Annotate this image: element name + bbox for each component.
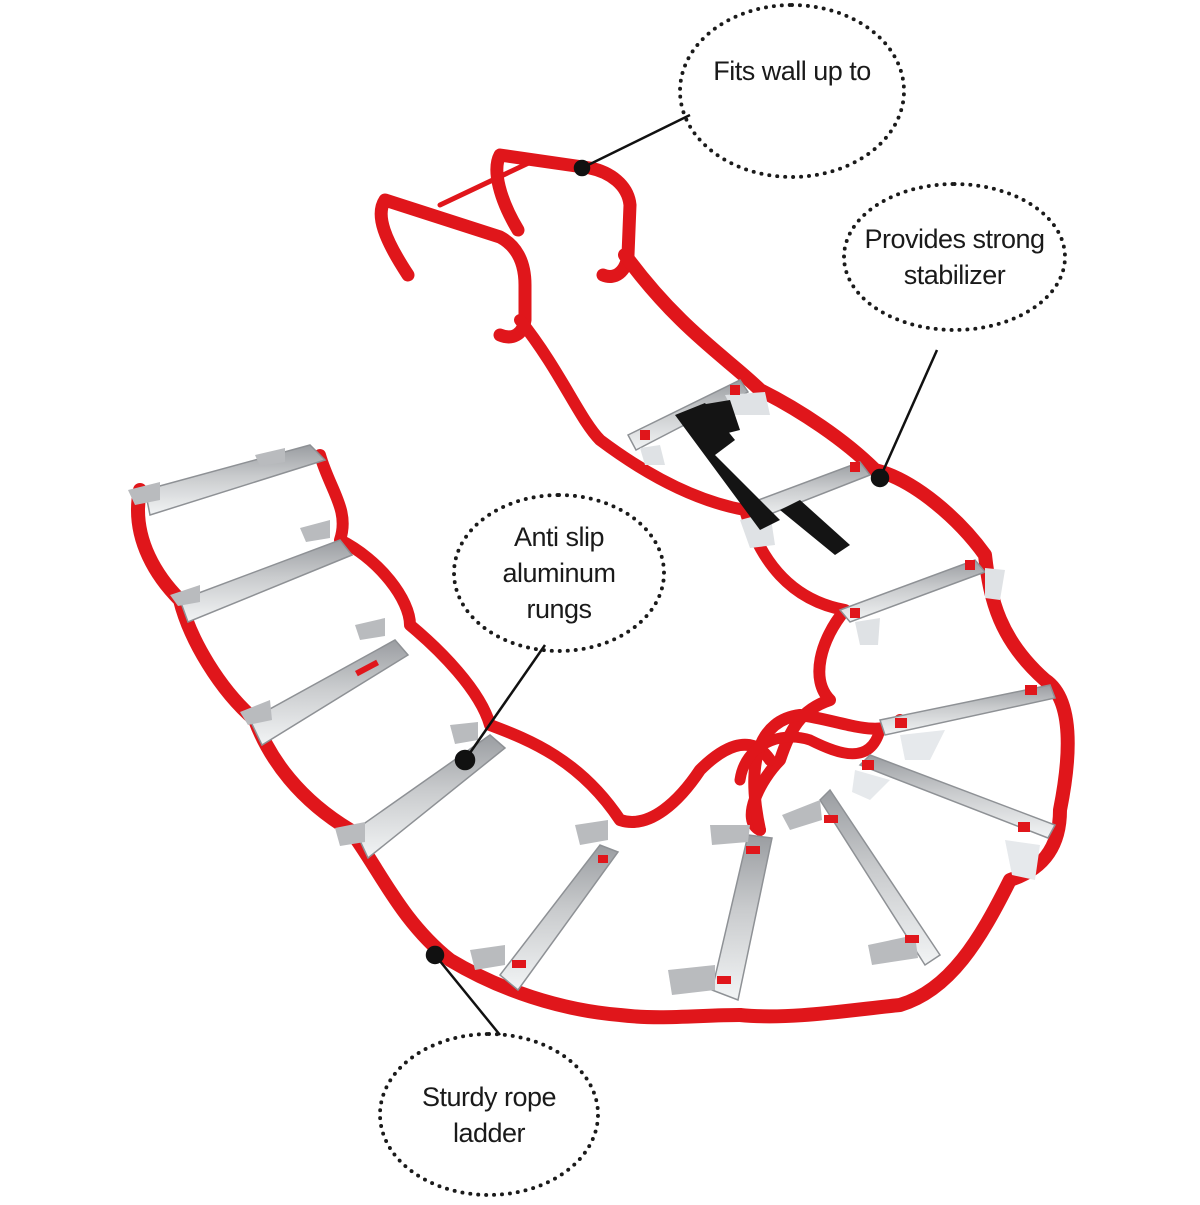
rung bbox=[668, 825, 773, 1002]
rung bbox=[838, 559, 1005, 645]
rung bbox=[879, 684, 1057, 760]
callout-hooks: Fits wall up to bbox=[678, 3, 906, 179]
dot-pointer-icon bbox=[425, 945, 445, 965]
wall-hooks bbox=[374, 148, 637, 344]
callout-stabilizer: Provides strong stabilizer bbox=[842, 182, 1067, 332]
stabilizer-strap bbox=[675, 400, 850, 555]
callout-rope-text: Sturdy rope ladder bbox=[421, 1081, 557, 1148]
aluminum-rungs bbox=[128, 379, 1057, 1002]
pointer-line-rungs bbox=[463, 644, 547, 761]
rung bbox=[240, 618, 410, 747]
rung bbox=[170, 520, 354, 623]
callout-pointers bbox=[425, 113, 939, 1036]
rung bbox=[470, 820, 620, 992]
callout-rungs-text: Anti slip aluminum rungs bbox=[502, 522, 616, 624]
pointer-line-stabilizer bbox=[878, 349, 939, 479]
rung bbox=[128, 444, 327, 516]
dot-pointer-icon bbox=[573, 159, 591, 177]
dot-pointer-icon bbox=[454, 749, 476, 771]
rung bbox=[852, 754, 1057, 880]
rung bbox=[782, 788, 942, 967]
callout-hooks-text: Fits wall up to bbox=[713, 56, 871, 86]
pointer-line-rope bbox=[434, 954, 501, 1036]
rung bbox=[335, 722, 507, 860]
callout-rope: Sturdy rope ladder bbox=[378, 1032, 600, 1197]
pointer-line-hooks bbox=[581, 113, 691, 170]
dot-pointer-icon bbox=[870, 468, 890, 488]
callout-rungs: Anti slip aluminum rungs bbox=[452, 493, 666, 653]
callout-stabilizer-text: Provides strong stabilizer bbox=[864, 224, 1045, 290]
